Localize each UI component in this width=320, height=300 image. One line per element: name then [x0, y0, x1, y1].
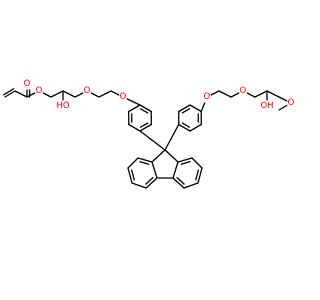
aryl-ether-oxygen-right-backdrop — [203, 91, 211, 103]
aryl-ether-oxygen-left-text: O — [120, 92, 127, 102]
left-phenyl-aromatic-bond — [139, 108, 149, 114]
hydroxyl-right-text: OH — [260, 101, 273, 111]
ester-oxygen-right-backdrop — [287, 97, 295, 109]
fluorene-left-ring-bond — [137, 157, 153, 163]
fluorene-five-ring-bond — [151, 149, 166, 163]
vinyl-double-bond-left — [3, 88, 15, 96]
ether-oxygen-left: O — [83, 85, 91, 97]
glycerol-bond-left — [62, 90, 76, 98]
fluorene-right-ring-bond — [197, 167, 203, 184]
left-phenyl-bond — [139, 123, 152, 132]
c9-bond-right-phenyl — [164, 123, 180, 151]
left-phenyl-bond — [128, 104, 141, 113]
right-phenyl-bond — [178, 104, 191, 113]
fluorene-right-ring-bond — [183, 182, 199, 189]
left-phenyl-bond — [128, 123, 141, 132]
left-phenyl-bond — [139, 104, 152, 113]
aryl-ether-oxygen-left: O — [119, 91, 127, 103]
fluorene-right-ring-bond — [177, 157, 193, 163]
fluorene-right-aromatic-bond — [176, 176, 185, 185]
ethylene-bond-left — [98, 90, 112, 98]
aryl-ether-oxygen-right-text: O — [204, 92, 211, 102]
vinyl-bond-left — [4, 90, 16, 98]
aryl-ether-oxygen-right: O — [203, 91, 211, 103]
right-phenyl-bond — [189, 104, 202, 113]
fluorene-right-aromatic-bond — [180, 160, 191, 165]
c9-bond-left-phenyl — [139, 130, 166, 151]
acrylate-bond-left — [14, 90, 28, 98]
fluorene-left-ring-bond — [131, 182, 147, 189]
ether-oxygen-left-text: O — [84, 86, 91, 96]
hydroxyl-left-text: HO — [56, 101, 69, 111]
fluorene-right-aromatic-bond — [195, 169, 199, 181]
hydroxyl-left: HO — [56, 100, 70, 112]
ether-oxygen-right-backdrop — [239, 85, 247, 97]
fluorene-left-aromatic-bond — [139, 160, 150, 165]
glycerol-bond-left — [50, 90, 64, 98]
fluorene-left-aromatic-bond — [145, 176, 154, 185]
ester-oxygen-right-text: O — [288, 98, 295, 108]
fluorene-left-ring-bond — [145, 177, 158, 189]
fluorene-right-ring-bond — [172, 177, 185, 189]
hydroxyl-right-backdrop — [260, 100, 274, 112]
carbonyl-oxygen-left: O — [23, 78, 31, 90]
fluorene-right-ring-bond — [172, 161, 179, 179]
ether-oxygen-right: O — [239, 85, 247, 97]
hydroxyl-right: OH — [260, 100, 274, 112]
ester-oxygen-left-text: O — [36, 86, 43, 96]
glycerol-bond-right — [254, 90, 268, 98]
fluorene-left-ring-bond — [127, 167, 133, 184]
fluorene-left-aromatic-bond — [131, 169, 135, 181]
ethylene-bond-right — [218, 90, 232, 98]
carbonyl-oxygen-left-backdrop — [23, 78, 31, 90]
fluorene-right-ring-bond — [191, 157, 203, 169]
bond-layer — [3, 83, 292, 189]
fluorene-left-ring-bond — [127, 157, 139, 169]
right-phenyl-aromatic-bond — [181, 122, 191, 128]
fluorene-left-ring-bond — [151, 161, 158, 179]
carbonyl-oxygen-left-text: O — [24, 79, 31, 89]
ester-oxygen-right: O — [287, 97, 295, 109]
fluorene-five-ring-bond — [164, 149, 179, 163]
right-phenyl-bond — [178, 123, 191, 132]
ester-oxygen-left-backdrop — [35, 85, 43, 97]
glycerol-bond-right — [266, 90, 280, 98]
ester-oxygen-left: O — [35, 85, 43, 97]
hydroxyl-left-backdrop — [56, 100, 70, 112]
right-phenyl-bond — [189, 123, 202, 132]
ether-oxygen-left-backdrop — [83, 85, 91, 97]
aryl-ether-oxygen-left-backdrop — [119, 91, 127, 103]
right-phenyl-aromatic-bond — [181, 108, 191, 114]
ether-oxygen-right-text: O — [240, 86, 247, 96]
left-phenyl-aromatic-bond — [139, 122, 149, 128]
